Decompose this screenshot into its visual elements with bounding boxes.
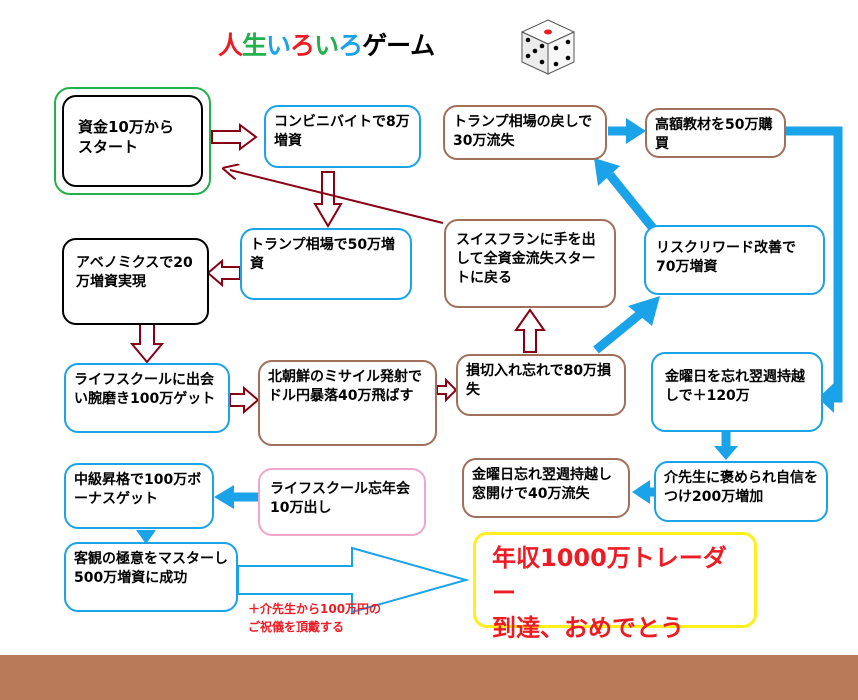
step-riskreward: リスクリワード改善で70万増資 — [644, 225, 825, 295]
step-promotion: 中級昇格で100万ボーナスゲット — [64, 463, 214, 529]
step-konbini: コンビニバイトで8万増資 — [264, 105, 421, 168]
start-frame — [54, 87, 211, 195]
arrow-konbini-to-trump — [313, 171, 343, 228]
step-objective: 客観の極意をマスターし500万増資に成功 — [64, 542, 238, 612]
bonus-note-line2: ご祝儀を頂戴する — [248, 620, 345, 634]
arrow-abenomix-to-lifeschool — [129, 322, 165, 364]
arrow-missile-to-stoploss — [436, 377, 458, 403]
title-char: ろ — [338, 31, 363, 60]
game-title: 人生いろいろゲーム — [218, 26, 435, 62]
goal-line2: 到達、おめでとう — [492, 613, 684, 642]
title-char: ー — [386, 31, 411, 60]
step-trump: トランプ相場で50万増資 — [240, 228, 412, 300]
step-stoploss: 損切入れ忘れで80万損失 — [456, 354, 626, 416]
goal-line1: 年収1000万トレーダー — [492, 544, 727, 607]
arrow-start-to-konbini — [211, 123, 258, 151]
bonus-note: ＋介先生から100万円の ご祝儀を頂戴する — [248, 600, 381, 636]
arrow-lifeschool-to-missile — [229, 385, 260, 415]
goal-box: 年収1000万トレーダー 到達、おめでとう — [473, 532, 757, 642]
arrow-swiss-to-start — [230, 170, 444, 224]
title-char: ム — [410, 31, 435, 60]
arrow-stoploss-to-riskreward — [593, 310, 643, 354]
title-char: い — [314, 31, 339, 60]
title-char: 生 — [242, 31, 267, 60]
title-char: 人 — [218, 31, 243, 60]
arrow-teaching-to-friday — [786, 126, 843, 403]
step-start: 資金10万からスタート — [62, 95, 203, 187]
step-window: 金曜日忘れ翌週持越し窓開けで40万流失 — [462, 458, 630, 518]
arrow-trump-to-abenomix — [206, 258, 241, 288]
step-lifeschool: ライフスクールに出会い腕磨き100万ゲット — [64, 363, 230, 433]
arrow-riskreward-to-trump-back — [606, 172, 660, 235]
step-yearend: ライフスクール忘年会10万出し — [258, 468, 426, 536]
dice-icon — [520, 19, 576, 75]
step-missile: 北朝鮮のミサイル発射でドル円暴落40万飛ばす — [258, 360, 437, 446]
bonus-note-line1: ＋介先生から100万円の — [248, 602, 382, 616]
arrow-stoploss-to-swiss — [514, 308, 546, 353]
ground-strip — [0, 655, 858, 700]
title-char: ろ — [290, 31, 315, 60]
step-abenomix: アベノミクスで20万増資実現 — [62, 238, 209, 325]
step-swiss: スイスフランに手を出して全資金流失スタートに戻る — [444, 219, 616, 308]
title-char: ゲ — [362, 31, 387, 60]
step-trump-back: トランプ相場の戻しで30万流失 — [443, 105, 607, 160]
step-friday: 金曜日を忘れ翌週持越しで＋120万 — [651, 352, 823, 432]
title-char: い — [266, 31, 291, 60]
step-teaching: 高額教材を50万購買 — [645, 108, 786, 158]
step-teacher: 介先生に褒められ自信をつけ200万増加 — [654, 461, 828, 522]
arrow-objective-to-goal — [237, 546, 470, 614]
